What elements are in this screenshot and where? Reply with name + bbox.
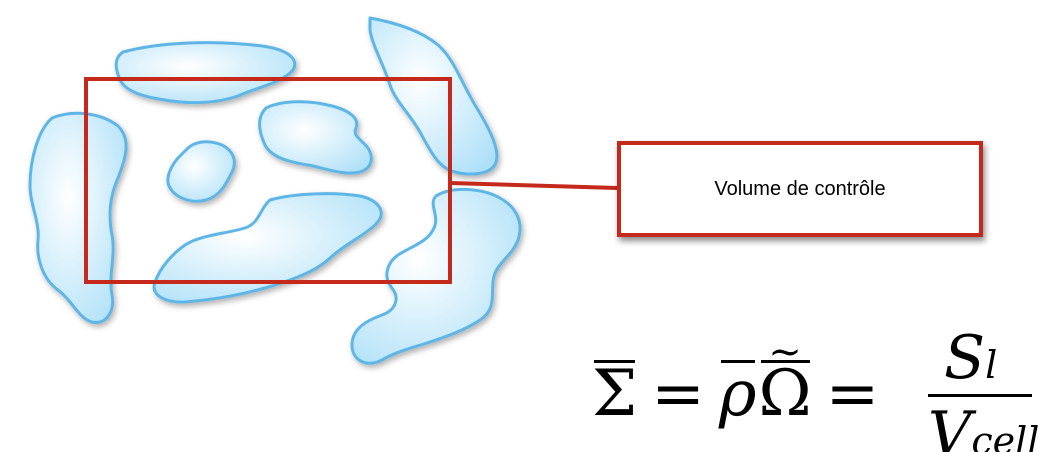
equals-sign-2: =: [825, 357, 880, 431]
omega-tilde-symbol: ~Ω: [759, 332, 812, 426]
flame-pocket-small: [166, 140, 236, 203]
denominator-subscript: cell: [971, 419, 1038, 452]
flame-pocket-right: [350, 187, 522, 365]
denominator-main: V: [928, 399, 972, 452]
equals-sign: =: [651, 357, 705, 431]
flame-pocket-center-right: [258, 100, 373, 175]
sigma-symbol: Σ: [592, 357, 638, 431]
omega-symbol: Ω: [758, 357, 812, 431]
numerator-main: S: [944, 328, 986, 393]
rho-symbol: ρ: [718, 357, 757, 431]
flame-pocket-left: [28, 111, 128, 324]
rho-bar-symbol: ρ: [719, 360, 757, 426]
sigma-bar-symbol: Σ: [592, 360, 637, 426]
flame-surface-density-formula: Σ=ρ~Ω= Sl Vcell: [592, 328, 1038, 452]
flame-pocket-top-right: [368, 16, 499, 176]
formula-left-side: Σ=ρ~Ω=: [592, 332, 893, 431]
flame-pocket-top: [114, 41, 297, 105]
fraction: Sl Vcell: [928, 328, 1038, 452]
numerator-subscript: l: [985, 343, 998, 387]
tilde-accent: ~: [768, 329, 802, 375]
numerator: Sl: [944, 328, 997, 388]
denominator: Vcell: [928, 404, 1038, 452]
control-volume-label: Volume de contrôle: [617, 141, 983, 237]
fraction-bar: [928, 394, 1032, 397]
connector-line: [449, 181, 618, 190]
flame-pocket-bottom-center: [152, 192, 383, 304]
control-volume-rect: [84, 77, 452, 284]
